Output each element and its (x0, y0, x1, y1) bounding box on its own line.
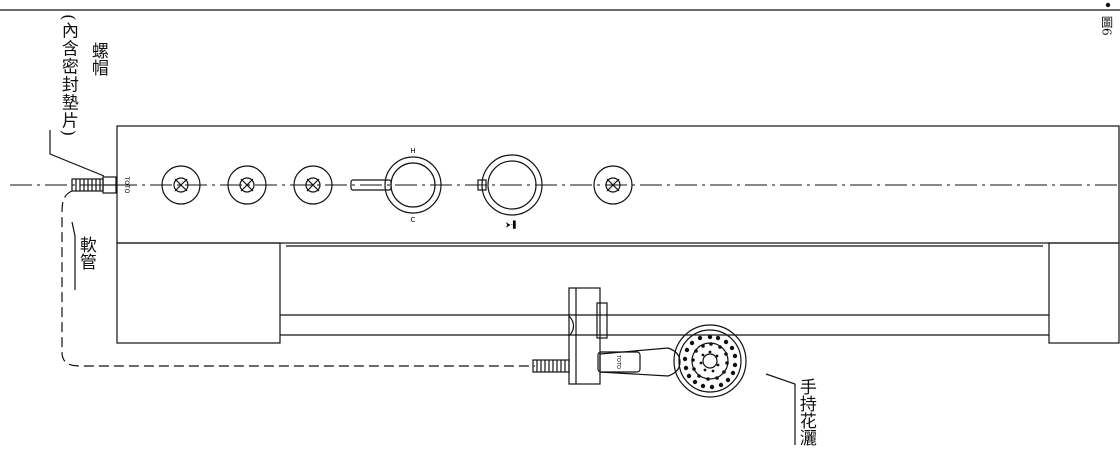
valve-knob-1 (161, 165, 201, 205)
temperature-mixer-knob (350, 156, 442, 214)
hose-label: 軟管 (75, 236, 96, 270)
hose-thread-bracket (532, 359, 570, 373)
valve-knob-4 (593, 165, 633, 205)
shower-brand-text: TOTO (615, 354, 621, 369)
hose-thread-left (71, 178, 104, 192)
hose-leader-line (71, 221, 76, 237)
diverter-knob (477, 154, 543, 216)
panel-left-foot (116, 242, 281, 344)
corner-dot (1105, 2, 1111, 8)
gasket-label: (內含密封墊片) (57, 14, 78, 138)
panel-brand-text: TOTO (123, 176, 130, 194)
cold-mark-text: C (411, 216, 416, 224)
spray-nozzles (682, 334, 738, 390)
hand-shower-label: 手持花灑 (795, 378, 816, 446)
valve-knob-2 (227, 165, 267, 205)
panel-right-foot (1048, 242, 1120, 344)
figure-number: 圖6 (1099, 16, 1114, 36)
nut-label: 螺帽 (87, 42, 108, 76)
nut-leader-line (49, 130, 105, 177)
shower-leader-line (765, 373, 796, 445)
hose-route (61, 190, 535, 367)
valve-knob-3 (293, 165, 333, 205)
hot-mark-text: H (410, 147, 415, 155)
hand-shower-handle (599, 347, 681, 377)
slide-bracket (568, 287, 641, 385)
diverter-mark-text: ⮞·▌ (506, 220, 519, 229)
